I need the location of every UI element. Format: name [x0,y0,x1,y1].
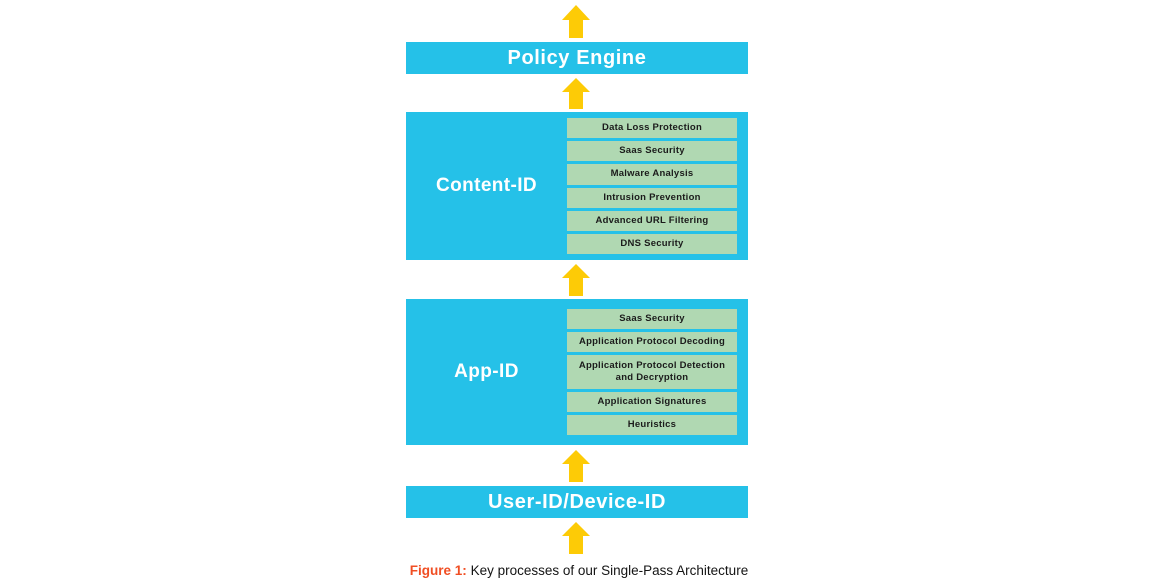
policy-engine-bar: Policy Engine [406,42,748,74]
app-id-item-list: Saas Security Application Protocol Decod… [567,308,748,436]
content-id-item: DNS Security [567,233,737,254]
content-id-item: Advanced URL Filtering [567,210,737,231]
content-id-label-area: Content-ID [406,175,567,197]
user-id-device-id-bar: User-ID/Device-ID [406,486,748,518]
app-id-item: Application Signatures [567,392,737,413]
app-id-item: Application Protocol Detection and Decry… [567,354,737,390]
arrow-into-policy-engine-top-icon [562,5,590,38]
policy-engine-label: Policy Engine [507,46,647,69]
arrow-user-id-to-app-id-icon [562,450,590,482]
figure-caption-text: Key processes of our Single-Pass Archite… [466,563,749,578]
arrow-content-id-to-policy-engine-icon [562,78,590,109]
content-id-item-list: Data Loss Protection Saas Security Malwa… [567,118,748,254]
user-id-device-id-label: User-ID/Device-ID [487,490,667,513]
content-id-item: Data Loss Protection [567,118,737,139]
app-id-label: App-ID [454,361,519,382]
app-id-label-area: App-ID [406,361,567,383]
content-id-item: Malware Analysis [567,164,737,185]
arrow-app-id-to-content-id-icon [562,264,590,296]
arrow-into-user-id-bottom-icon [562,522,590,554]
content-id-block: Content-ID Data Loss Protection Saas Sec… [406,112,748,260]
figure-caption-label: Figure 1: [409,563,467,578]
app-id-block: App-ID Saas Security Application Protoco… [406,299,748,445]
content-id-item: Saas Security [567,141,737,162]
content-id-label: Content-ID [435,175,538,196]
app-id-item: Application Protocol Decoding [567,331,737,352]
content-id-item: Intrusion Prevention [567,187,737,208]
app-id-item: Saas Security [567,308,737,329]
figure-caption: Figure 1: Key processes of our Single-Pa… [0,563,1158,578]
app-id-item: Heuristics [567,415,737,436]
